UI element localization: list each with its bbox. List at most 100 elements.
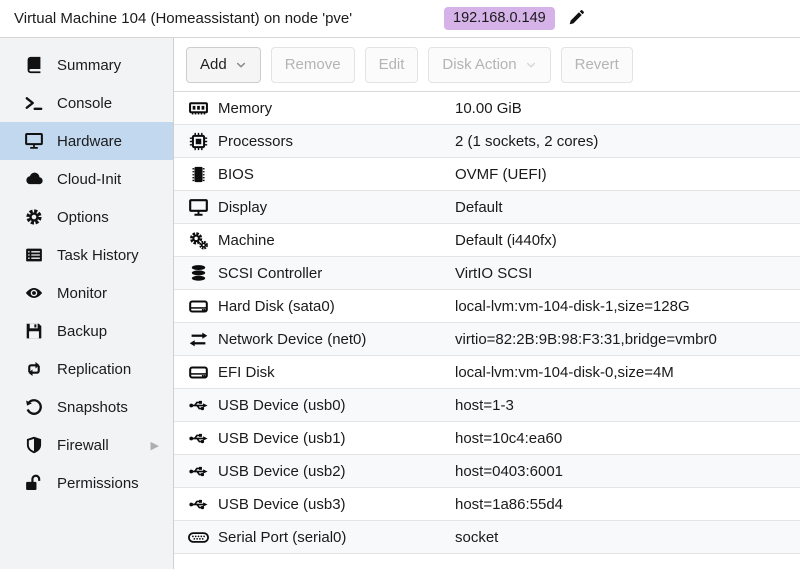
table-row-hard-disk-sata0[interactable]: Hard Disk (sata0)local-lvm:vm-104-disk-1… [174,290,800,323]
cpu-icon [187,131,209,151]
table-row-serial-port-serial0[interactable]: Serial Port (serial0) socket [174,521,800,554]
row-label: Serial Port (serial0) [218,528,347,546]
row-value: host=0403:6001 [455,462,564,480]
sidebar-item-backup[interactable]: Backup [0,312,173,350]
table-row-usb-device-usb0[interactable]: USB Device (usb0) host=1-3 [174,389,800,422]
sidebar-item-options[interactable]: Options [0,198,173,236]
row-value: OVMF (UEFI) [455,165,547,183]
sidebar-item-permissions[interactable]: Permissions [0,464,173,502]
row-label: Memory [218,99,273,117]
sidebar-item-cloud-init[interactable]: Cloud-Init [0,160,173,198]
table-row-usb-device-usb2[interactable]: USB Device (usb2) host=0403:6001 [174,455,800,488]
table-row-usb-device-usb1[interactable]: USB Device (usb1) host=10c4:ea60 [174,422,800,455]
row-value: host=1-3 [455,396,514,414]
sidebar-item-label: Options [57,208,109,226]
row-value: socket [455,528,499,546]
floppy-icon [24,322,43,341]
add-button[interactable]: Add [186,46,261,83]
disk-action-button[interactable]: Disk Action [428,46,551,83]
sidebar-item-task-history[interactable]: Task History [0,236,173,274]
sidebar-item-label: Hardware [57,132,123,150]
sidebar-item-summary[interactable]: Summary [0,46,173,84]
list-icon [24,246,43,265]
row-label: BIOS [218,165,254,183]
usb-icon [187,395,209,415]
button-label: Disk Action [442,56,517,73]
display-icon [24,132,43,151]
hdd-icon [187,362,209,382]
row-label: USB Device (usb2) [218,462,346,480]
gear-icon [24,208,43,227]
edit-button[interactable]: Edit [364,46,419,83]
gears-icon [187,230,209,250]
sidebar-item-label: Permissions [57,474,139,492]
sidebar-item-monitor[interactable]: Monitor [0,274,173,312]
table-row-memory[interactable]: Memory 10.00 GiB [174,92,800,125]
row-value: VirtIO SCSI [455,264,533,282]
button-label: Remove [284,56,341,73]
sidebar-item-label: Console [57,94,113,112]
sidebar-item-console[interactable]: Console [0,84,173,122]
sidebar-item-label: Monitor [57,284,108,302]
table-row-bios[interactable]: BIOS OVMF (UEFI) [174,158,800,191]
row-value: host=1a86:55d4 [455,495,564,513]
row-value: 2 (1 sockets, 2 cores) [455,132,599,150]
unlock-icon [24,474,43,493]
table-row-usb-device-usb3[interactable]: USB Device (usb3)host=1a86:55d4 [174,488,800,521]
sidebar-item-label: Cloud-Init [57,170,122,188]
database-icon [187,263,209,283]
usb-icon [187,494,209,514]
row-label: EFI Disk [218,363,275,381]
chevron-down-icon [525,59,537,71]
exchange-icon [187,329,209,349]
button-label: Add [200,56,227,73]
revert-button[interactable]: Revert [560,46,633,83]
sidebar-item-snapshots[interactable]: Snapshots [0,388,173,426]
serial-icon [187,527,209,547]
remove-button[interactable]: Remove [270,46,355,83]
usb-icon [187,461,209,481]
row-label: USB Device (usb1) [218,429,346,447]
row-value: host=10c4:ea60 [455,429,563,447]
hardware-table: Memory 10.00 GiB Processors 2 (1 sockets, 2… [174,92,800,569]
table-row-network-device-net0[interactable]: Network Device (net0) virtio=82:2B:9B:98:… [174,323,800,356]
display-icon [187,197,209,217]
cloud-icon [24,170,43,189]
eye-icon [24,284,43,303]
pencil-icon[interactable] [568,9,585,26]
sidebar-item-hardware[interactable]: Hardware [0,122,173,160]
table-row-processors[interactable]: Processors 2 (1 sockets, 2 cores) [174,125,800,158]
sidebar-item-label: Replication [57,360,132,378]
row-label: Display [218,198,268,216]
hdd-icon [187,296,209,316]
sidebar-item-firewall[interactable]: Firewall▶ [0,426,173,464]
row-label: USB Device (usb0) [218,396,346,414]
row-label: Processors [218,132,294,150]
row-value: local-lvm:vm-104-disk-1,size=128G [455,297,690,315]
table-row-efi-disk[interactable]: EFI Disk local-lvm:vm-104-disk-0,size=4M [174,356,800,389]
row-value: local-lvm:vm-104-disk-0,size=4M [455,363,674,381]
page-title: Virtual Machine 104 (Homeassistant) on n… [14,10,353,27]
book-icon [24,56,43,75]
row-label: Machine [218,231,275,249]
memory-icon [187,98,209,118]
sidebar-item-label: Summary [57,56,122,74]
row-label: Network Device (net0) [218,330,367,348]
shield-icon [24,436,43,455]
microchip-icon [187,164,209,184]
usb-icon [187,428,209,448]
button-label: Edit [378,56,405,73]
history-icon [24,398,43,417]
sidebar-item-replication[interactable]: Replication [0,350,173,388]
sidebar-item-label: Task History [57,246,139,264]
content-panel: Add Remove Edit Disk Action Revert Memory 10.… [174,38,800,569]
retweet-icon [24,360,43,379]
row-value: virtio=82:2B:9B:98:F3:31,bridge=vmbr0 [455,330,717,348]
row-value: 10.00 GiB [455,99,522,117]
chevron-right-icon: ▶ [150,439,159,452]
